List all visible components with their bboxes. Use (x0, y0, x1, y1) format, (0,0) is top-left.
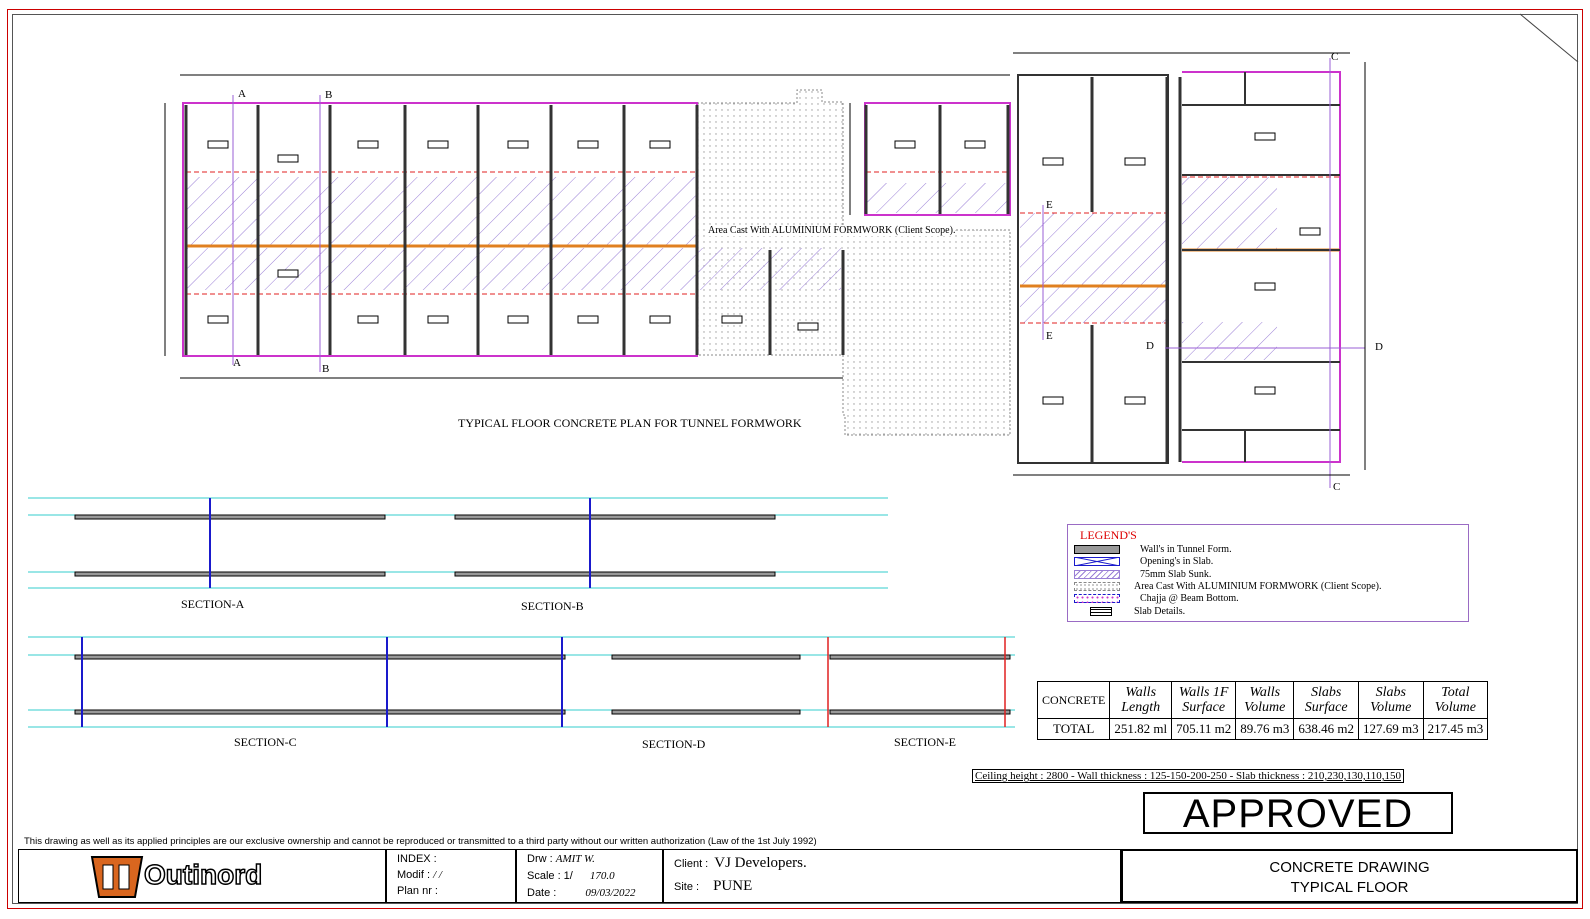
site-label: Site : (674, 881, 700, 893)
section-c-drawing (28, 636, 1015, 728)
client-label: Client : (674, 858, 709, 870)
section-mark-e-bottom: E (1046, 330, 1053, 342)
drawing-border (7, 9, 1583, 909)
plan-title: TYPICAL FLOOR CONCRETE PLAN FOR TUNNEL F… (458, 416, 802, 430)
wall-icon (1074, 545, 1120, 554)
section-b-label: SECTION-B (521, 599, 584, 613)
drawing-title-line-1: CONCRETE DRAWING (1269, 859, 1430, 876)
section-mark-b-top: B (325, 89, 333, 101)
date-value: 09/03/2022 (585, 887, 636, 899)
section-a-label: SECTION-A (181, 597, 245, 611)
client-value: VJ Developers. (714, 855, 807, 871)
tunnel-walls-right (1090, 77, 1182, 462)
table-cell: 89.76 m3 (1235, 718, 1295, 740)
section-cut-lines (232, 58, 1365, 488)
slab-sunk-right2 (1182, 177, 1277, 249)
total-label: TOTAL (1036, 718, 1111, 740)
title-block-drawing-title: CONCRETE DRAWING TYPICAL FLOOR (1121, 849, 1578, 903)
title-block-client: Client : VJ Developers. Site : PUNE (663, 849, 1121, 903)
section-mark-d-left: D (1146, 340, 1154, 352)
table-cell: 705.11 m2 (1171, 718, 1237, 740)
section-c-label: SECTION-C (234, 735, 297, 749)
right-wing-walls (1182, 72, 1340, 462)
section-a-drawing (28, 497, 888, 589)
slab-sunk-right (1020, 213, 1167, 323)
section-mark-c-top: C (1331, 51, 1339, 63)
date-label: Date : (527, 887, 557, 899)
slab-detail-icon (1090, 607, 1112, 616)
plan-nr-label: Plan nr : (397, 885, 438, 897)
aluminium-area-icon (1074, 582, 1120, 591)
scale-value: 170.0 (589, 870, 615, 882)
drw-value: AMIT W. (555, 853, 595, 865)
title-block-drawing-info: Drw : AMIT W. Scale : 1/ 170.0 Date : 09… (516, 849, 663, 903)
table-cell: 217.45 m3 (1422, 718, 1489, 740)
slab-sunk-band-bottom (186, 248, 841, 290)
dimension-lines (164, 52, 1366, 476)
title-block-logo: Outinord (18, 849, 386, 903)
table-cell: 638.46 m2 (1293, 718, 1359, 740)
legend: LEGEND'S Wall's in Tunnel Form. Opening'… (1067, 524, 1469, 622)
title-block-index: INDEX : Modif : / / Plan nr : (386, 849, 516, 903)
outinord-logo-icon (90, 856, 144, 898)
section-mark-a-bottom: A (233, 357, 241, 369)
modif-value: / / (433, 869, 442, 881)
chajja-icon (1074, 594, 1120, 603)
tunnel-walls-left (184, 105, 1010, 355)
ceiling-note: Ceiling height : 2800 - Wall thickness :… (972, 769, 1404, 783)
slab-sunk-band-top (186, 177, 696, 245)
aluminium-area (696, 89, 1011, 436)
slab-sunk-mid (866, 183, 1008, 213)
right-wing-outline (1182, 71, 1341, 463)
site-value: PUNE (713, 878, 753, 894)
approved-stamp: APPROVED (1143, 792, 1453, 834)
section-mark-e-top: E (1046, 199, 1053, 211)
logo-text: Outinord (143, 858, 263, 891)
slab-sunk-icon (1074, 570, 1120, 579)
section-mark-b-bottom: B (322, 363, 330, 375)
section-mark-a-top: A (238, 88, 246, 100)
table-row: TOTAL 251.82 ml 705.11 m2 89.76 m3 638.4… (1036, 718, 1489, 740)
slab-detail-markers (207, 132, 1321, 405)
section-d-label: SECTION-D (642, 737, 706, 751)
corner-fold-line (1519, 13, 1579, 63)
drawing-title-line-2: TYPICAL FLOOR (1290, 879, 1409, 896)
modif-label: Modif : (397, 869, 431, 881)
slab-sunk-right3 (1182, 322, 1277, 360)
section-e-label: SECTION-E (894, 735, 956, 749)
drw-label: Drw : (527, 853, 553, 865)
table-cell: 127.69 m3 (1357, 718, 1424, 740)
section-mark-d-right: D (1375, 341, 1383, 353)
concrete-label: CONCRETE (1036, 681, 1111, 719)
scale-label: Scale : 1/ (527, 870, 573, 882)
ownership-disclaimer: This drawing as well as its applied prin… (24, 836, 817, 847)
legend-title: LEGEND'S (1080, 528, 1137, 542)
opening-icon (1073, 556, 1121, 567)
table-cell: 251.82 ml (1109, 718, 1173, 740)
drawing-inner-border (12, 14, 1578, 904)
section-mark-c-bottom: C (1333, 481, 1341, 493)
aluminium-area-note: Area Cast With ALUMINIUM FORMWORK (Clien… (708, 225, 956, 236)
index-label: INDEX : (397, 853, 437, 865)
